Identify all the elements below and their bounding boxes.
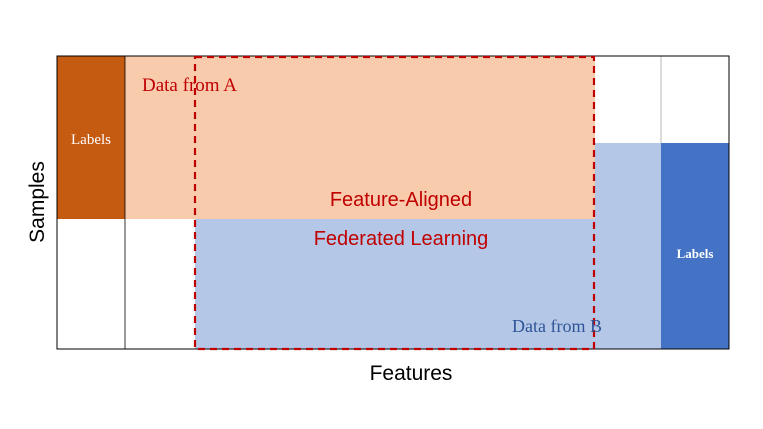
data-b-region-main (195, 219, 661, 349)
x-axis-label: Features (370, 362, 453, 385)
overlap-caption-line1: Feature-Aligned (330, 189, 472, 211)
labels-a-text: Labels (71, 132, 111, 148)
data-b-caption: Data from B (512, 316, 602, 336)
data-a-caption: Data from A (142, 75, 237, 96)
overlap-dashed-box (193, 55, 596, 351)
y-axis-label: Samples (26, 161, 49, 243)
labels-b-text: Labels (677, 246, 714, 261)
data-a-region (57, 56, 595, 219)
labels-a-column (57, 56, 125, 219)
data-b-region-top (595, 143, 661, 219)
labels-b-column (661, 143, 729, 349)
overlap-caption-line2: Federated Learning (314, 228, 489, 250)
